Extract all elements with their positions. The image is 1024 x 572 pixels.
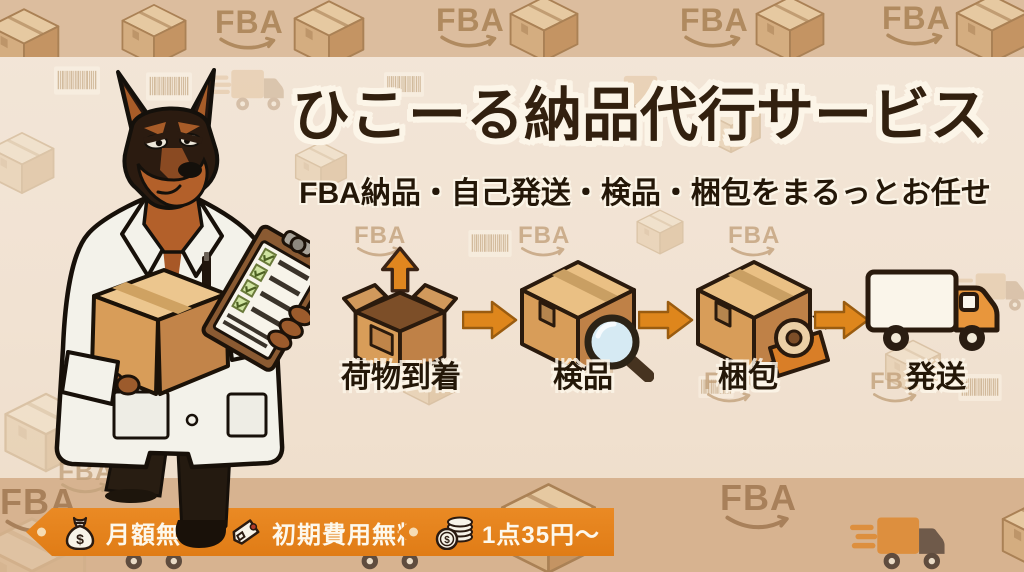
flow-arrow-icon [814, 300, 870, 340]
fba-logo-text: FBA [436, 2, 505, 38]
fba-logo: FBA [354, 224, 406, 259]
fba-logo-text: FBA [882, 0, 951, 36]
badge-label: 初期費用無料 [272, 521, 422, 549]
doberman-mascot [54, 68, 310, 548]
badge-setup-free: 初期費用無料 [192, 508, 436, 556]
step-label-shipping: 発送 [906, 361, 966, 394]
money-bag-icon: $ [65, 516, 95, 550]
flow-arrow-icon [462, 300, 518, 340]
fba-logo: FBA [728, 224, 780, 259]
badge-label: 1点35円〜 [482, 521, 601, 549]
fba-logo: FBA [518, 224, 570, 259]
svg-text:$: $ [444, 535, 450, 546]
amazon-smile-icon [724, 514, 794, 533]
fba-logo-text: FBA [720, 478, 797, 518]
fba-logo: FBA [870, 370, 922, 405]
bg-box-icon [118, 2, 190, 57]
fba-logo: FBA [436, 4, 505, 51]
page-subtitle: FBA納品・自己発送・検品・梱包をまるっとお任せ [299, 177, 991, 210]
page-title: ひこーる納品代行サービス [291, 83, 988, 148]
top-pattern-band: FBA FBA FBA FBA [0, 0, 1024, 57]
amazon-smile-icon [683, 34, 745, 51]
amazon-smile-icon [885, 32, 947, 49]
box-tape-icon [696, 260, 832, 378]
step-label-packing: 梱包 [718, 361, 778, 394]
fba-logo-text: FBA [680, 2, 749, 38]
flow-arrow-icon [638, 300, 694, 340]
bg-box-icon [998, 498, 1024, 572]
box-inspect-icon [520, 260, 654, 382]
fba-logo: FBA [704, 370, 756, 405]
fba-logo-text: FBA [728, 222, 781, 249]
bg-box-icon [952, 0, 1024, 57]
price-tag-icon [232, 519, 260, 545]
fba-logo-text: FBA [354, 222, 407, 249]
bg-box-icon [290, 0, 368, 57]
fba-logo: FBA [215, 6, 284, 53]
fba-logo-text: FBA [704, 368, 757, 395]
coins-icon: $ [435, 516, 473, 550]
bg-box-icon [0, 6, 63, 57]
bg-barcode-icon [468, 230, 512, 257]
bg-box-icon [506, 0, 582, 57]
step-label-inspection: 検品 [553, 361, 613, 394]
amazon-smile-icon [218, 36, 280, 53]
box-arrival-icon [342, 246, 458, 384]
delivery-truck-icon [865, 269, 1000, 351]
bg-box-icon [634, 208, 686, 256]
fba-logo: FBA [680, 4, 749, 51]
fba-logo: FBA [882, 2, 951, 49]
bg-truck-icon [850, 510, 950, 572]
step-label-arrival: 荷物到着 [341, 361, 461, 394]
fba-logo: FBA [720, 480, 797, 533]
fba-logo-text: FBA [518, 222, 571, 249]
badge-hole [409, 527, 418, 537]
badge-hole [37, 527, 46, 537]
fba-logo-text: FBA [215, 4, 284, 40]
bg-box-icon [752, 0, 828, 57]
badge-price-per-item: $ 1点35円〜 [398, 508, 615, 556]
amazon-smile-icon [439, 34, 501, 51]
svg-text:$: $ [76, 531, 84, 547]
fba-logo-text: FBA [870, 368, 923, 395]
